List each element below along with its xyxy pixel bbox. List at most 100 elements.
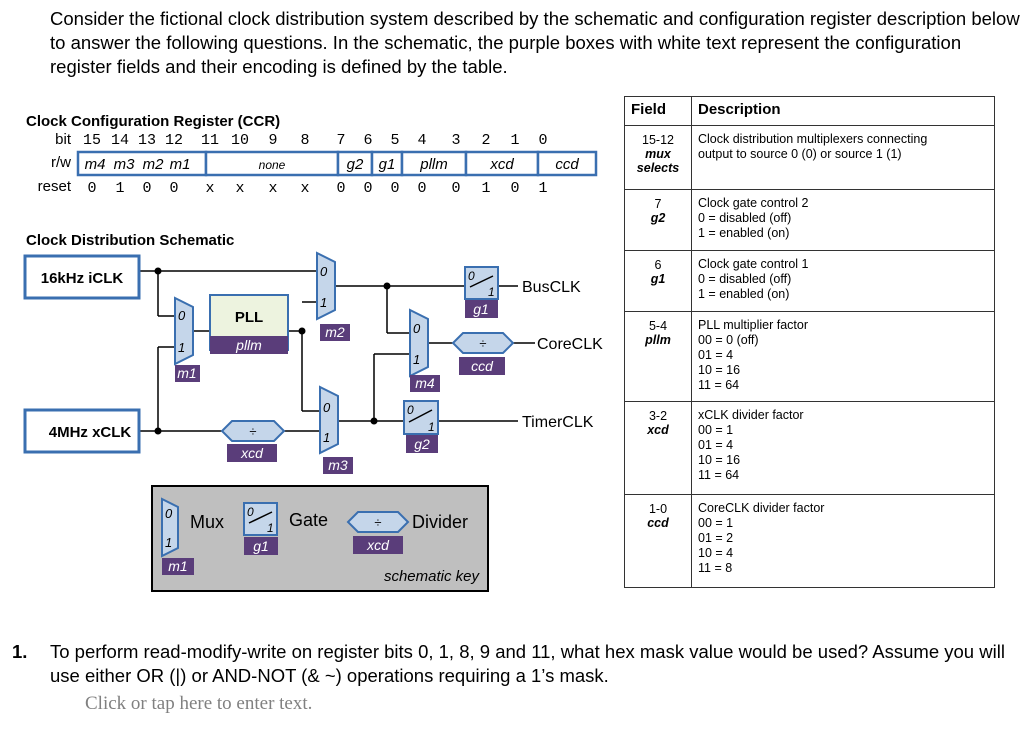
key-caption: schematic key (384, 568, 481, 585)
description-line: 10 = 16 (698, 363, 741, 377)
clock-schematic: Clock Configuration Register (CCR) bit 1… (23, 113, 603, 592)
svg-text:g1: g1 (473, 301, 489, 317)
svg-text:÷: ÷ (374, 515, 381, 530)
xclk-source-box (23, 408, 141, 454)
svg-text:0: 0 (407, 403, 414, 417)
description-header: Description (691, 96, 995, 126)
description-line: 0 = disabled (off) (698, 272, 792, 286)
svg-text:m1: m1 (168, 558, 187, 574)
bit-number: 4 (417, 132, 426, 149)
description-line: Clock distribution multiplexers connecti… (698, 132, 928, 146)
reset-value: 0 (417, 180, 426, 197)
field-name: g2 (650, 211, 666, 225)
register-field-g2: g2 (347, 156, 364, 173)
reset-value: 0 (363, 180, 372, 197)
key-gate-label: Gate (289, 510, 328, 530)
description-line: 1 = enabled (on) (698, 226, 790, 240)
svg-text:1: 1 (428, 420, 435, 434)
bit-number: 10 (231, 132, 249, 149)
reset-value: x (300, 180, 309, 197)
svg-text:1: 1 (488, 285, 495, 299)
svg-text:1: 1 (267, 521, 274, 535)
description-line: 10 = 4 (698, 546, 734, 560)
field-bits: 5-4 (648, 319, 668, 333)
svg-text:1: 1 (323, 430, 330, 445)
reset-value: 0 (390, 180, 399, 197)
description-line: 01 = 2 (698, 531, 734, 545)
register-field-g1: g1 (379, 156, 396, 173)
field-name: pllm (645, 333, 671, 347)
description-cell: Clock distribution multiplexers connecti… (691, 125, 995, 190)
svg-text:m3: m3 (328, 457, 348, 473)
svg-text:m4: m4 (415, 375, 435, 391)
svg-text:÷: ÷ (479, 336, 486, 351)
output-timerclk: TimerCLK (522, 414, 594, 431)
description-line: Clock gate control 2 (698, 196, 809, 210)
question-number: 1. (12, 641, 28, 662)
bit-number: 5 (390, 132, 399, 149)
svg-text:0: 0 (323, 400, 331, 415)
svg-text:0: 0 (413, 321, 421, 336)
field-bits: 7 (654, 197, 662, 211)
schematic-key: 0 1 m1 Mux 0 1 g1 Gate ÷ xcd Divider sch… (151, 485, 489, 592)
bit-number: 11 (201, 132, 219, 149)
bit-number: 6 (363, 132, 372, 149)
description-line: 11 = 8 (698, 561, 733, 575)
pll-label: PLL (235, 309, 263, 326)
bit-number: 8 (300, 132, 309, 149)
answer-field[interactable]: Click or tap here to enter text. (85, 693, 313, 714)
bit-number: 15 (83, 132, 101, 149)
description-line: Clock gate control 1 (698, 257, 809, 271)
field-name: xcd (647, 423, 669, 437)
bit-label: bit (55, 131, 72, 148)
mux-m3: 0 1 m3 (319, 385, 353, 474)
field-name: selects (636, 161, 680, 175)
register-field-xcd: xcd (489, 156, 514, 173)
reset-value: 1 (538, 180, 547, 197)
reset-value: 0 (451, 180, 460, 197)
description-line: 00 = 0 (off) (698, 333, 759, 347)
svg-text:m2: m2 (325, 324, 345, 340)
svg-text:ccd: ccd (471, 358, 494, 374)
mux-m1: 0 1 m1 (174, 296, 200, 382)
field-bits: 1-0 (648, 502, 668, 516)
register-field-pllm: pllm (419, 156, 448, 173)
reset-value: x (268, 180, 277, 197)
description-line: 11 = 64 (698, 468, 740, 482)
iclk-label: 16kHz iCLK (41, 270, 124, 287)
pllm-tag-label: pllm (235, 337, 262, 353)
register-field-ccd: ccd (555, 156, 579, 173)
description-line: 1 = enabled (on) (698, 287, 790, 301)
reset-value: 0 (169, 180, 178, 197)
iclk-source-box (23, 254, 141, 300)
bit-number: 3 (451, 132, 460, 149)
description-line: 11 = 64 (698, 378, 740, 392)
svg-text:xcd: xcd (366, 537, 390, 553)
svg-text:1: 1 (413, 352, 420, 367)
description-line: 01 = 4 (698, 438, 734, 452)
bit-number: 2 (481, 132, 490, 149)
description-line: 01 = 4 (698, 348, 734, 362)
intro-paragraph: Consider the fictional clock distributio… (50, 8, 1020, 77)
gate-g2: 0 1 g2 (403, 400, 439, 453)
description-line: 00 = 1 (698, 516, 734, 530)
svg-text:m1: m1 (177, 365, 196, 381)
reset-label: reset (38, 178, 72, 195)
svg-text:0: 0 (468, 269, 475, 283)
register-field-m1: m1 (170, 156, 191, 173)
register-field-m4: m4 (85, 156, 106, 173)
